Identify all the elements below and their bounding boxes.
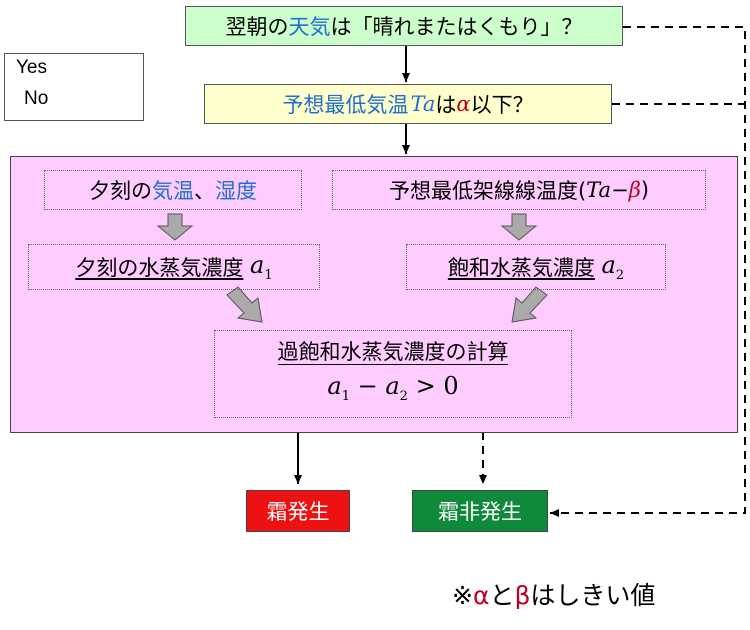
threshold-footnote: ※αとβはしきい値 — [452, 581, 656, 610]
a2-symbol: a2 — [601, 251, 625, 283]
question-weather-box: 翌朝の天気は「晴れまたはくもり」？ — [185, 6, 623, 46]
input-right-prefix: 予想最低架線線温度( — [388, 179, 587, 203]
q2-suffix: 以下？ — [470, 93, 534, 117]
outcome-no-frost: 霜非発生 — [412, 490, 548, 532]
q2-mid: は — [435, 93, 457, 117]
outcome-frost: 霜発生 — [246, 490, 350, 532]
input-left-temp: 気温 — [152, 179, 194, 203]
q1-no-line — [550, 26, 746, 517]
input-left-prefix: 夕刻の — [89, 179, 152, 203]
vapor-concentration-evening-box: 夕刻の水蒸気濃度 a1 — [28, 244, 320, 290]
q2-keyword: 予想最低気温 — [282, 93, 409, 117]
block-arrow-left-down — [156, 213, 194, 241]
legend-box — [4, 53, 144, 121]
q1-keyword: 天気 — [288, 15, 331, 39]
calculation-panel — [10, 156, 738, 433]
legend-yes-label: Yes — [16, 57, 47, 78]
legend-no-label: No — [24, 88, 49, 109]
input-left-sep: 、 — [194, 179, 215, 203]
saturated-vapor-concentration-box: 飽和水蒸気濃度 a2 — [406, 244, 666, 290]
input-right-beta: β — [628, 178, 641, 202]
block-arrow-right-down — [500, 213, 538, 241]
supersaturation-formula: a1 − a2 > 0 — [327, 372, 459, 404]
q2-alpha: α — [456, 92, 471, 116]
input-left-humidity: 湿度 — [215, 179, 257, 203]
supersaturation-box — [214, 330, 572, 418]
a1-label: 夕刻の水蒸気濃度 — [75, 256, 244, 280]
supersaturation-title: 過飽和水蒸気濃度の計算 — [277, 340, 509, 364]
a1-symbol: a1 — [250, 251, 273, 283]
supersaturation-title-underline — [278, 364, 508, 365]
input-predicted-wire-temp: 予想最低架線線温度(Ta − β) — [332, 170, 706, 210]
input-evening-conditions: 夕刻の気温、湿度 — [44, 170, 302, 210]
q2-var: Ta — [410, 92, 436, 116]
block-arrow-diag-left — [226, 286, 263, 323]
input-right-close: ) — [640, 178, 650, 202]
block-arrow-diag-right — [511, 286, 548, 323]
q1-suffix: は「晴れまたはくもり」？ — [330, 15, 583, 39]
input-right-minus: − — [611, 178, 629, 202]
input-right-var: Ta — [586, 178, 612, 202]
q1-prefix: 翌朝の — [225, 15, 289, 39]
a2-label: 飽和水蒸気濃度 — [447, 256, 595, 280]
